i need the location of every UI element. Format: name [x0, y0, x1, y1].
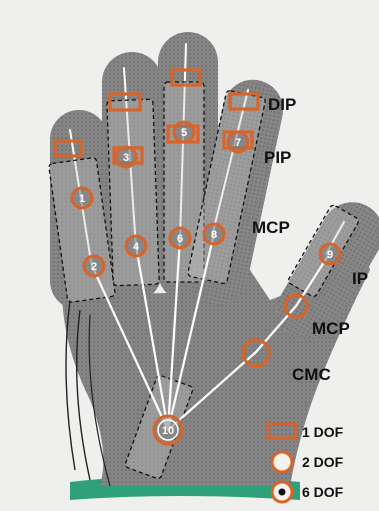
sensor-number: 1 — [79, 193, 85, 205]
sensor-3: 3 — [116, 147, 136, 167]
legend-dot — [279, 489, 286, 496]
label-cmc: CMC — [292, 365, 331, 384]
legend-label-2dof: 2 DOF — [302, 454, 343, 470]
label-dip: DIP — [268, 95, 296, 114]
sensor-5: 5 — [174, 122, 194, 142]
sensor-number: 9 — [327, 249, 333, 261]
sensor-10: 10 — [154, 416, 182, 444]
label-pip: PIP — [264, 148, 291, 167]
sensor-number: 7 — [235, 137, 241, 149]
sensor-1: 1 — [72, 188, 92, 208]
sensor-6: 6 — [170, 228, 190, 248]
sensor-number: 2 — [91, 261, 97, 273]
sensor-number: 3 — [123, 152, 129, 164]
sensor-number: 8 — [211, 229, 217, 241]
sensor-number: 10 — [162, 425, 174, 437]
sensor-number: 4 — [133, 241, 140, 253]
legend-circle-icon — [272, 452, 292, 472]
legend-label-1dof: 1 DOF — [302, 424, 343, 440]
sensor-9: 9 — [320, 244, 340, 264]
label-thumb-mcp: MCP — [312, 319, 350, 338]
sensor-2: 2 — [84, 256, 104, 276]
label-mcp: MCP — [252, 218, 290, 237]
sensor-8: 8 — [204, 224, 224, 244]
sensor-number: 5 — [181, 127, 187, 139]
legend-label-6dof: 6 DOF — [302, 484, 343, 500]
label-ip: IP — [352, 269, 368, 288]
sensor-4: 4 — [126, 236, 146, 256]
sensor-number: 6 — [177, 233, 183, 245]
sensor-7: 7 — [228, 132, 248, 152]
